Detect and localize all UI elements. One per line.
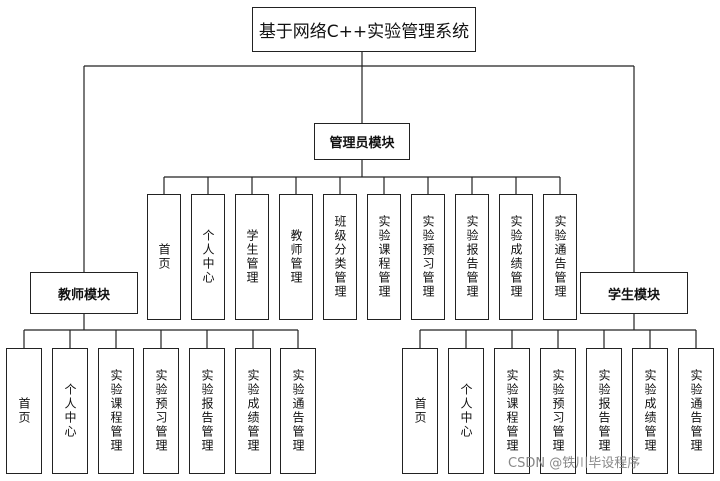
student-child-node: 实验报告管理 (586, 348, 622, 474)
teacher-child-node: 实验成绩管理 (235, 348, 271, 474)
teacher-child-node: 实验预习管理 (143, 348, 179, 474)
root-node: 基于网络C++实验管理系统 (252, 7, 476, 52)
student-child-node: 首页 (402, 348, 438, 474)
admin-child-node: 实验成绩管理 (499, 194, 533, 320)
admin-module-node: 管理员模块 (314, 123, 410, 160)
teacher-child-node: 实验课程管理 (98, 348, 134, 474)
student-child-node: 实验通告管理 (678, 348, 714, 474)
admin-child-node: 班级分类管理 (323, 194, 357, 320)
admin-child-node: 实验报告管理 (455, 194, 489, 320)
admin-child-node: 实验通告管理 (543, 194, 577, 320)
admin-child-node: 教师管理 (279, 194, 313, 320)
student-child-node: 实验成绩管理 (632, 348, 668, 474)
student-module-node: 学生模块 (580, 272, 688, 314)
admin-child-node: 个人中心 (191, 194, 225, 320)
admin-child-node: 学生管理 (235, 194, 269, 320)
watermark-text: CSDN @铁川毕设程序 (508, 456, 641, 471)
student-child-node: 个人中心 (448, 348, 484, 474)
student-child-node: 实验预习管理 (540, 348, 576, 474)
admin-child-node: 实验预习管理 (411, 194, 445, 320)
teacher-child-node: 首页 (6, 348, 42, 474)
admin-child-node: 首页 (147, 194, 181, 320)
teacher-child-node: 个人中心 (52, 348, 88, 474)
teacher-child-node: 实验通告管理 (280, 348, 316, 474)
admin-child-node: 实验课程管理 (367, 194, 401, 320)
teacher-module-node: 教师模块 (30, 272, 138, 314)
student-child-node: 实验课程管理 (494, 348, 530, 474)
teacher-child-node: 实验报告管理 (189, 348, 225, 474)
